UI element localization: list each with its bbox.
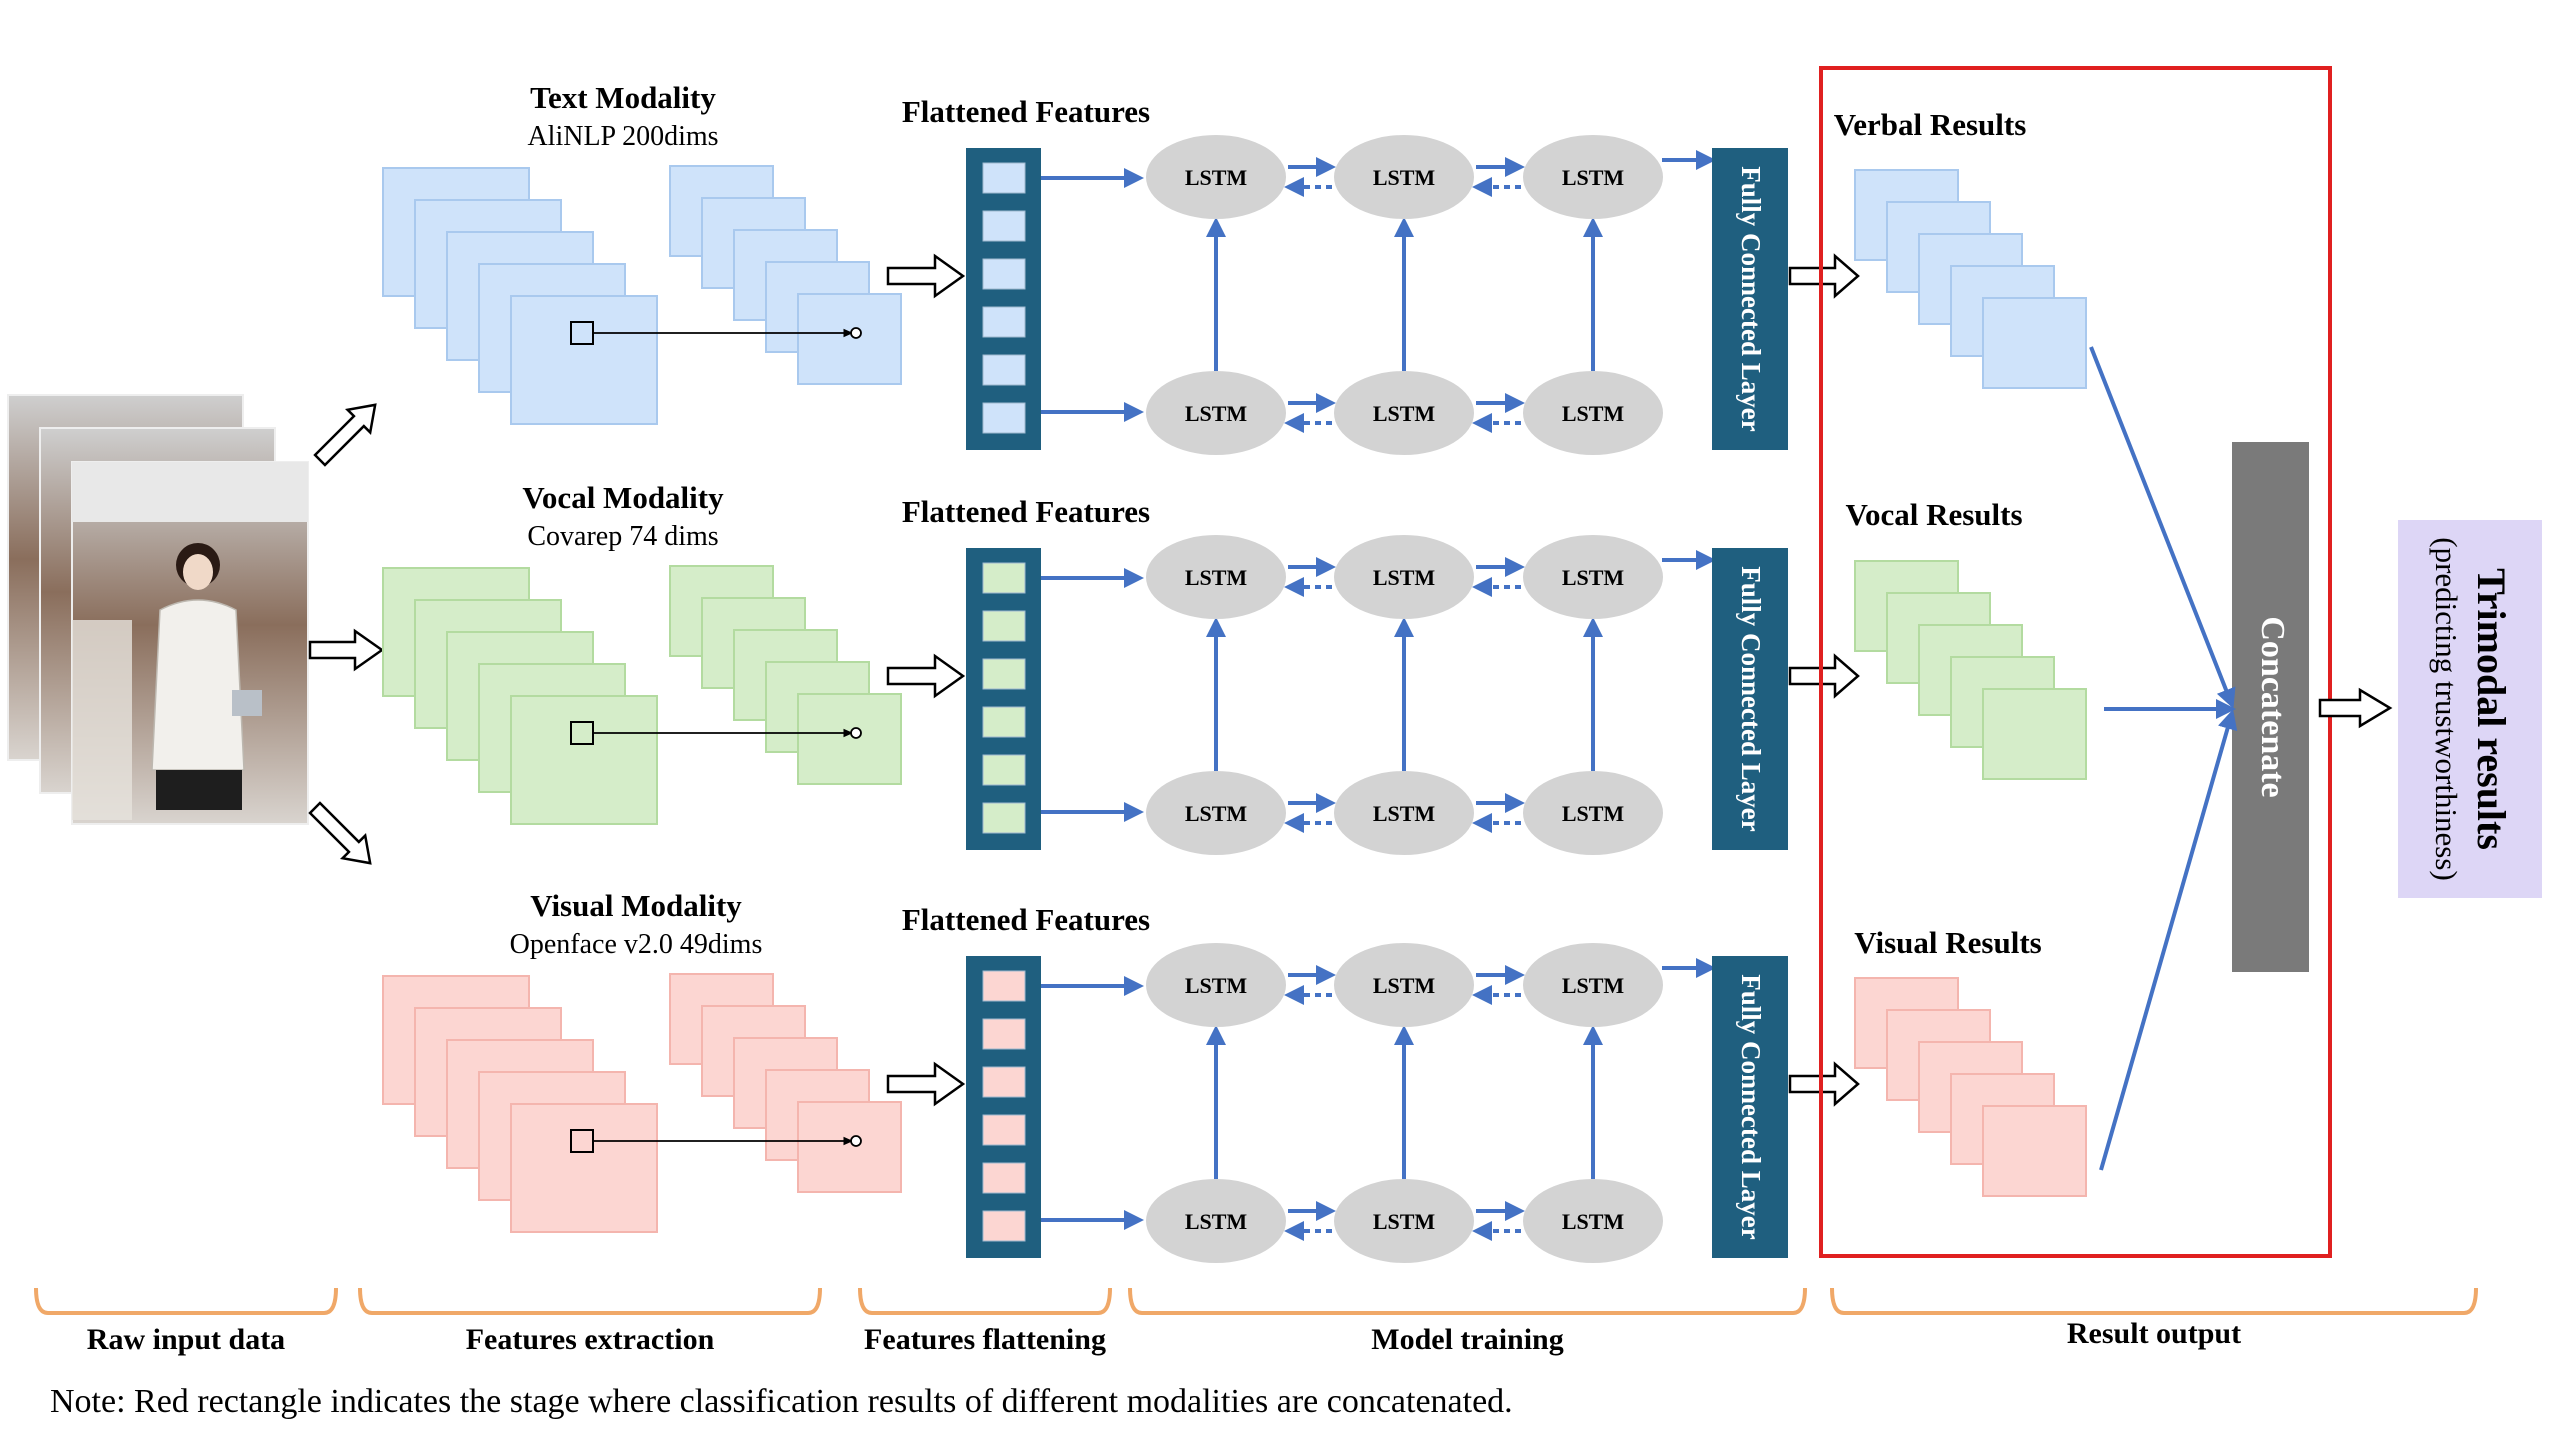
feature-map-stack-large xyxy=(382,167,658,425)
lstm-cell: LSTM xyxy=(1523,943,1663,1027)
svg-text:LSTM: LSTM xyxy=(1562,973,1625,998)
feature-map-stack-small xyxy=(669,165,902,385)
svg-text:Fully Connected Layer: Fully Connected Layer xyxy=(1736,566,1766,831)
modality-subtitle: Openface v2.0 49dims xyxy=(510,929,763,960)
svg-text:LSTM: LSTM xyxy=(1373,401,1436,426)
concatenation-stage-highlight xyxy=(1819,66,2332,1258)
svg-text:LSTM: LSTM xyxy=(1185,973,1248,998)
svg-text:LSTM: LSTM xyxy=(1562,165,1625,190)
svg-text:LSTM: LSTM xyxy=(1373,1209,1436,1234)
stage-label: Features extraction xyxy=(466,1323,715,1356)
feature-map-stack-small xyxy=(669,973,902,1193)
lstm-cell: LSTM xyxy=(1334,371,1474,455)
lstm-cell: LSTM xyxy=(1146,943,1286,1027)
modality-subtitle: AliNLP 200dims xyxy=(527,121,718,152)
svg-text:LSTM: LSTM xyxy=(1185,801,1248,826)
lstm-cell: LSTM xyxy=(1334,771,1474,855)
svg-text:LSTM: LSTM xyxy=(1185,165,1248,190)
svg-text:Fully Connected Layer: Fully Connected Layer xyxy=(1736,974,1766,1239)
lstm-cell: LSTM xyxy=(1523,371,1663,455)
fc-output-arrow xyxy=(1788,253,1860,299)
final-output-subtitle: (predicting trustworthiness) xyxy=(2429,537,2464,881)
flattened-features-title: Flattened Features xyxy=(902,494,1150,529)
result-map-stack xyxy=(1854,169,2087,389)
input-arrows xyxy=(308,403,385,865)
lstm-cell: LSTM xyxy=(1146,371,1286,455)
person-figure xyxy=(72,462,308,820)
stage-brace-3: Model training xyxy=(1128,1287,1807,1356)
lstm-cell: LSTM xyxy=(1523,535,1663,619)
stage-brace-0: Raw input data xyxy=(34,1287,338,1356)
fc-output-arrow xyxy=(1788,653,1860,699)
stage-label: Model training xyxy=(1371,1323,1564,1356)
stage-braces: Raw input data Features extraction Feature… xyxy=(34,1287,2478,1356)
fully-connected-layer: Fully Connected Layer xyxy=(1712,148,1788,450)
output-arrow xyxy=(2318,687,2393,729)
lstm-cell: LSTM xyxy=(1334,1179,1474,1263)
flattened-features-title: Flattened Features xyxy=(902,94,1150,129)
svg-text:LSTM: LSTM xyxy=(1562,401,1625,426)
lstm-cell: LSTM xyxy=(1523,135,1663,219)
svg-text:LSTM: LSTM xyxy=(1562,1209,1625,1234)
fully-connected-layer: Fully Connected Layer xyxy=(1712,956,1788,1258)
flatten-arrow xyxy=(886,253,966,299)
stage-brace-2: Features flattening xyxy=(858,1287,1112,1356)
result-map-stack xyxy=(1854,560,2087,780)
modality-title: Visual Modality xyxy=(530,888,742,923)
lstm-cell: LSTM xyxy=(1334,535,1474,619)
svg-text:LSTM: LSTM xyxy=(1373,165,1436,190)
modality-title: Vocal Modality xyxy=(522,480,724,515)
flattened-features-title: Flattened Features xyxy=(902,902,1150,937)
result-title: Verbal Results xyxy=(1834,107,2027,142)
final-output-panel: Trimodal results (predicting trustworthi… xyxy=(2398,520,2542,898)
flatten-arrow xyxy=(886,1061,966,1107)
concat-input-lines xyxy=(2089,346,2238,1171)
lstm-cell: LSTM xyxy=(1146,1179,1286,1263)
svg-text:Fully Connected Layer: Fully Connected Layer xyxy=(1736,166,1766,431)
concatenate-block: Concatenate xyxy=(2232,442,2309,972)
svg-text:LSTM: LSTM xyxy=(1373,801,1436,826)
figure-note: Note: Red rectangle indicates the stage … xyxy=(50,1383,1513,1420)
svg-text:LSTM: LSTM xyxy=(1562,565,1625,590)
flatten-arrow xyxy=(886,653,966,699)
lstm-cell: LSTM xyxy=(1523,771,1663,855)
stage-brace-1: Features extraction xyxy=(358,1287,822,1356)
feature-map-stack-small xyxy=(669,565,902,785)
modality-subtitle: Covarep 74 dims xyxy=(527,521,718,552)
lstm-cell: LSTM xyxy=(1146,535,1286,619)
fully-connected-layer: Fully Connected Layer xyxy=(1712,548,1788,850)
result-title: Visual Results xyxy=(1854,925,2041,960)
stage-brace-4: Result output xyxy=(1830,1287,2478,1350)
svg-text:LSTM: LSTM xyxy=(1185,565,1248,590)
lstm-cell: LSTM xyxy=(1146,135,1286,219)
lstm-cell: LSTM xyxy=(1334,943,1474,1027)
stage-label: Raw input data xyxy=(87,1323,285,1356)
flattened-vector xyxy=(966,956,1041,1258)
lstm-cell: LSTM xyxy=(1146,771,1286,855)
concatenate-label: Concatenate xyxy=(2254,616,2291,797)
feature-map-stack-large xyxy=(382,567,658,825)
lstm-cell: LSTM xyxy=(1523,1179,1663,1263)
stage-label: Result output xyxy=(2067,1317,2241,1350)
result-map-stack xyxy=(1854,977,2087,1197)
fc-output-arrow xyxy=(1788,1061,1860,1107)
feature-map-stack-large xyxy=(382,975,658,1233)
svg-text:LSTM: LSTM xyxy=(1185,401,1248,426)
svg-text:LSTM: LSTM xyxy=(1373,973,1436,998)
svg-text:LSTM: LSTM xyxy=(1185,1209,1248,1234)
svg-text:LSTM: LSTM xyxy=(1562,801,1625,826)
flattened-vector xyxy=(966,148,1041,450)
final-output-title: Trimodal results xyxy=(2469,568,2514,850)
result-title: Vocal Results xyxy=(1845,497,2022,532)
svg-text:LSTM: LSTM xyxy=(1373,565,1436,590)
flattened-vector xyxy=(966,548,1041,850)
modality-title: Text Modality xyxy=(530,80,716,115)
stage-label: Features flattening xyxy=(864,1323,1106,1356)
lstm-cell: LSTM xyxy=(1334,135,1474,219)
raw-input-photo-stack xyxy=(7,394,309,825)
